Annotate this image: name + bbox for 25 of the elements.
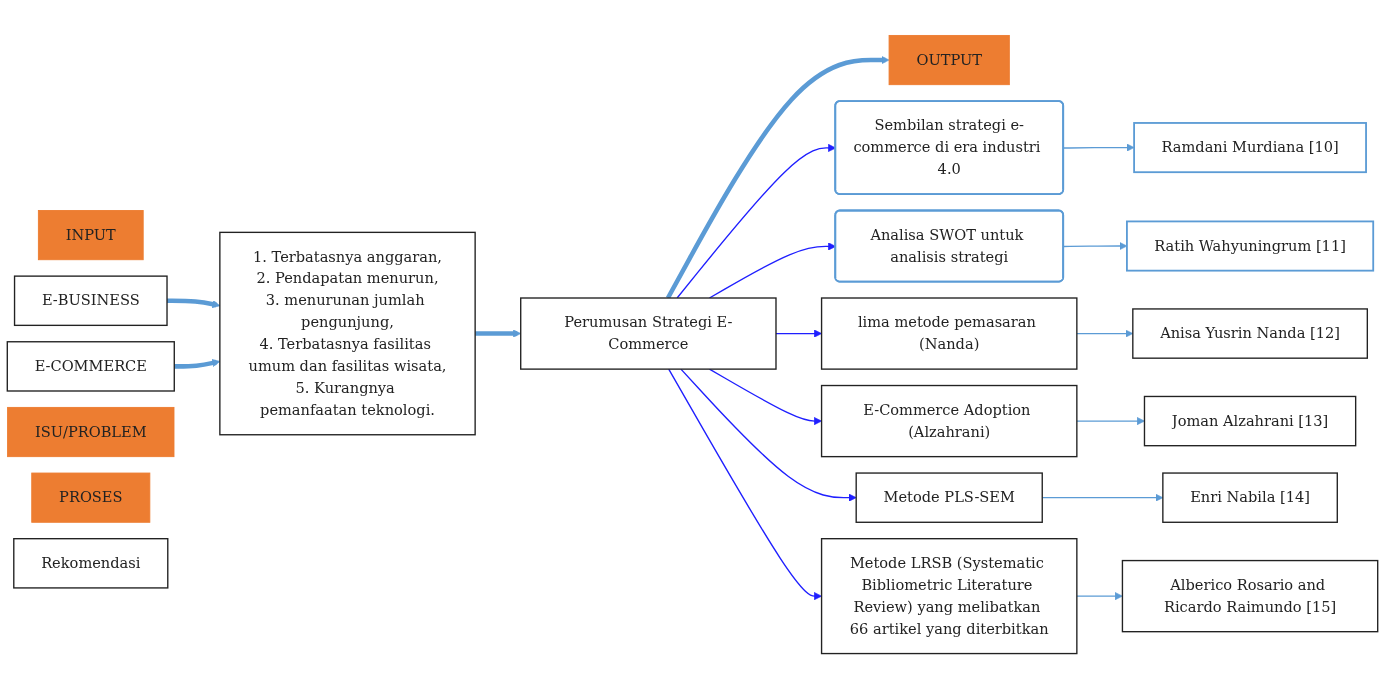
- node-box: Alberico Rosario and Ricardo Raimundo [15]: [1121, 559, 1379, 633]
- arrow: [668, 368, 822, 601]
- node-box: 1. Terbatasnya anggaran, 2. Pendapatan menurun, 3. menurunan jumlah pengunjung, 4. Terbatasnya fasilitas umum dan fasilitas wisata, 5. Kurangnya pemanfaatan teknologi.: [219, 231, 476, 436]
- arrow: [708, 368, 822, 426]
- node-box: E-Commerce Adoption (Alzahrani): [820, 384, 1078, 458]
- node-box: E-BUSINESS: [13, 275, 168, 327]
- node-box: OUTPUT: [888, 35, 1010, 86]
- arrow: [775, 329, 822, 338]
- node-box: ISU/PROBLEM: [7, 406, 175, 458]
- node-box: Enri Nabila [14]: [1162, 472, 1338, 523]
- node-box: INPUT: [37, 210, 144, 261]
- node-box: E-COMMERCE: [6, 341, 175, 392]
- node-box: Anisa Yusrin Nanda [12]: [1132, 308, 1368, 359]
- node-box: PROSES: [31, 472, 151, 523]
- node-box: Ratih Wahyuningrum [11]: [1126, 220, 1375, 272]
- arrow: [1076, 417, 1145, 426]
- arrow: [665, 56, 890, 300]
- node-box: Metode LRSB (Systematic Bibliometric Literature Review) yang melibatkan 66 artikel yang diterbitkan: [820, 538, 1078, 655]
- arrow: [680, 368, 857, 502]
- node-box: Rekomendasi: [13, 538, 169, 589]
- node-box: Ramdani Murdiana [10]: [1133, 122, 1367, 174]
- arrow: [1076, 592, 1123, 601]
- node-box: Perumusan Strategi E-Commerce: [520, 297, 777, 370]
- node-box: lima metode pemasaran (Nanda): [820, 297, 1078, 370]
- node-box: Metode PLS-SEM: [855, 472, 1043, 523]
